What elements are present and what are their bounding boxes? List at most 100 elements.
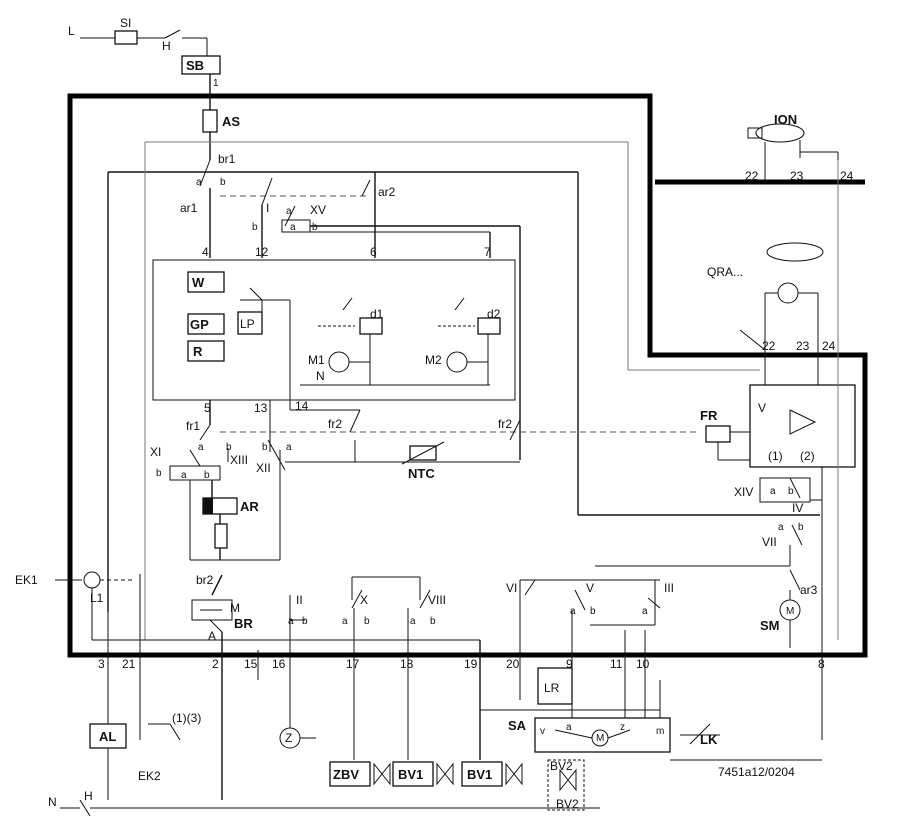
- ek1-lamp-icon: [83, 571, 101, 589]
- label-m-br: M: [230, 601, 240, 615]
- label-vi: VI: [506, 581, 517, 595]
- label-z: Z: [285, 731, 292, 745]
- label-23b: 23: [796, 339, 810, 353]
- valve-bv1-a: [392, 761, 434, 787]
- control-unit-frame: [67, 93, 868, 658]
- inner-module: [152, 259, 516, 401]
- label-n13: 13: [254, 401, 268, 415]
- label-b-vii: b: [798, 522, 804, 533]
- label-ar2: ar2: [378, 185, 396, 199]
- switch-w: [187, 271, 225, 293]
- label-b-x: b: [364, 616, 370, 627]
- label-c2: (2): [800, 449, 815, 463]
- label-ar3: ar3: [800, 583, 818, 597]
- label-ek2: EK2: [138, 769, 161, 783]
- label-a-xiv: a: [770, 486, 776, 497]
- mains-input: [80, 29, 221, 160]
- label-zbv: ZBV: [333, 767, 359, 782]
- flame-amplifier: [705, 242, 856, 515]
- label-fr1: fr1: [186, 419, 200, 433]
- label-t3: 3: [98, 657, 105, 671]
- label-viii: VIII: [428, 593, 446, 607]
- label-a-viii: a: [410, 616, 416, 627]
- label-a-xi: a: [198, 442, 204, 453]
- label-n-bot: N: [48, 795, 57, 809]
- label-n1: 1: [213, 78, 219, 89]
- label-a-v: a: [570, 606, 576, 617]
- label-bv1b: BV1: [467, 767, 492, 782]
- label-t17: 17: [346, 657, 360, 671]
- label-v-sw: V: [586, 581, 594, 595]
- label-lk: LK: [700, 732, 718, 747]
- label-vii: VII: [762, 535, 777, 549]
- ion-electrode-icon: [755, 123, 805, 143]
- labels: L SI H SB 1 AS br1 a b ar1 ar2 I XV a a …: [15, 16, 854, 811]
- photocell-icon: [777, 282, 799, 304]
- label-w: W: [192, 275, 205, 290]
- label-l: L: [68, 24, 75, 38]
- label-ar1: ar1: [180, 201, 198, 215]
- label-24b: 24: [822, 339, 836, 353]
- actuator-d2: [477, 317, 501, 335]
- label-v-amp: V: [758, 401, 766, 415]
- actuator-d1: [359, 317, 383, 335]
- label-fr: FR: [700, 408, 718, 423]
- label-n14: 14: [295, 399, 309, 413]
- valve-zbv: [329, 761, 371, 787]
- label-t9: 9: [566, 657, 573, 671]
- label-t19: 19: [464, 657, 478, 671]
- motor-m2: [446, 351, 468, 373]
- label-gp: GP: [190, 317, 209, 332]
- label-a-xii: a: [286, 442, 292, 453]
- label-t2: 2: [212, 657, 219, 671]
- label-22a: 22: [745, 169, 759, 183]
- label-ion: ION: [774, 112, 797, 127]
- label-n7: 7: [484, 245, 491, 259]
- label-b-xi: b: [156, 468, 162, 479]
- alarm-al: [89, 723, 127, 749]
- label-b-xii: b: [262, 442, 268, 453]
- valve-bv2: [547, 759, 585, 811]
- label-a-br: A: [208, 629, 216, 643]
- label-h-top: H: [162, 39, 171, 53]
- label-t20: 20: [506, 657, 520, 671]
- label-a-x2: a: [181, 470, 187, 481]
- label-qra: QRA...: [707, 265, 743, 279]
- label-bv2b: BV2: [556, 797, 579, 811]
- label-br2: br2: [196, 573, 214, 587]
- label-ek2-note: (1)(3): [172, 711, 201, 725]
- label-al: AL: [99, 729, 116, 744]
- label-ntc: NTC: [408, 466, 435, 481]
- label-i: I: [266, 201, 269, 215]
- label-n4: 4: [202, 245, 209, 259]
- inner-components: [187, 271, 501, 410]
- label-ar: AR: [240, 499, 259, 514]
- label-t10: 10: [636, 657, 650, 671]
- label-a-xv2: a: [290, 222, 296, 233]
- label-fr2b: fr2: [498, 417, 512, 431]
- label-ref: 7451a12/0204: [718, 765, 795, 779]
- upper-bus: [107, 141, 760, 640]
- label-b-xiv: b: [788, 486, 794, 497]
- label-sm: SM: [760, 618, 780, 633]
- motor-m1: [328, 351, 350, 373]
- label-sa-a: a: [566, 722, 572, 733]
- valve-bv1-b: [461, 761, 503, 787]
- label-n6: 6: [370, 245, 377, 259]
- label-sa-m: m: [656, 726, 664, 737]
- label-r: R: [193, 344, 203, 359]
- label-b1: b: [220, 177, 226, 188]
- label-lp: LP: [240, 317, 255, 331]
- label-b-x2: b: [204, 470, 210, 481]
- relay-lr: [537, 667, 573, 705]
- switch-r: [187, 340, 225, 362]
- label-si: SI: [120, 16, 131, 30]
- label-sa-z: z: [620, 722, 625, 733]
- label-xv: XV: [310, 203, 326, 217]
- fuse-as: [202, 109, 218, 133]
- label-t11: 11: [610, 657, 623, 671]
- label-h-bot: H: [84, 789, 93, 803]
- label-b-v: b: [590, 606, 596, 617]
- label-iv: IV: [792, 501, 803, 515]
- label-sa: SA: [508, 718, 527, 733]
